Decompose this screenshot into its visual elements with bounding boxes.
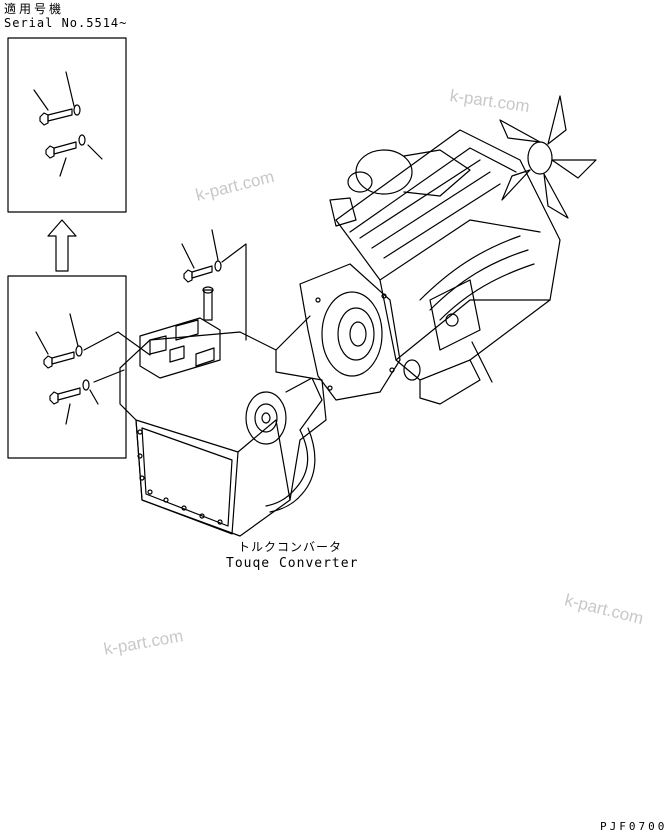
leader-line [33, 89, 49, 111]
inset-box-upper [7, 37, 127, 213]
leader-line [87, 144, 103, 160]
fan [499, 95, 597, 219]
torque-converter-label-en: Touqe Converter [226, 556, 359, 571]
leader-line [83, 331, 151, 356]
bolt-icon [49, 379, 90, 405]
torque-converter [119, 317, 327, 537]
bolt-icon [183, 260, 222, 283]
inset-box-lower [7, 275, 151, 459]
leader-line [181, 243, 195, 269]
pipe-fitting [202, 286, 214, 321]
leader-line [69, 313, 79, 347]
leader-line [275, 315, 311, 351]
serial-number-label: Serial No.5514~ [4, 16, 128, 30]
bolt-icon [45, 134, 86, 159]
bolt-icon [39, 104, 81, 126]
torque-converter-label-jp: トルクコンバータ [238, 540, 343, 554]
leader-line [93, 369, 125, 383]
applicable-serial-title: 適用号機 [4, 2, 65, 16]
leader-line [65, 403, 71, 425]
leader-line [221, 243, 247, 341]
leader-line [59, 157, 67, 177]
leader-line [89, 389, 99, 405]
leader-line [35, 331, 49, 355]
engine [299, 95, 597, 405]
leader-line [471, 341, 493, 383]
figure-code: PJF0700 [600, 820, 668, 833]
bolt-icon [43, 345, 83, 369]
leader-line [211, 229, 219, 261]
leader-line [65, 71, 75, 107]
arrow-up-icon [47, 219, 77, 272]
